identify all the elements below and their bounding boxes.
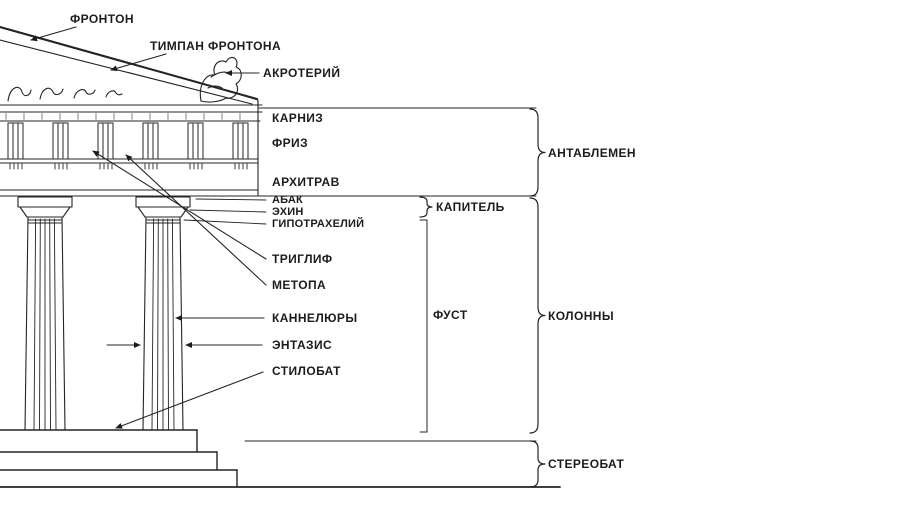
column-right <box>135 196 191 431</box>
label-kolonny: КОЛОННЫ <box>548 309 614 323</box>
column-left <box>17 196 73 431</box>
tympanum-sculpture <box>7 86 123 102</box>
region-lines <box>244 107 537 442</box>
label-timpan: ТИМПАН ФРОНТОНА <box>150 39 282 53</box>
label-metopa: МЕТОПА <box>272 278 327 292</box>
label-entazis: ЭНТАЗИС <box>272 338 333 352</box>
label-antablemen: АНТАБЛЕМЕН <box>548 146 636 160</box>
entablature-drawing <box>0 100 263 197</box>
label-stereobat: СТЕРЕОБАТ <box>548 457 625 471</box>
label-fust: ФУСТ <box>433 308 468 322</box>
triglyphs <box>7 122 249 160</box>
arrow-timpan <box>110 53 167 72</box>
label-ehin: ЭХИН <box>272 206 304 218</box>
braces <box>419 108 546 488</box>
annotation-arrows <box>30 26 267 429</box>
label-triglif: ТРИГЛИФ <box>272 252 333 266</box>
guttae <box>9 163 248 170</box>
pediment-drawing <box>0 25 259 107</box>
steps-drawing <box>0 429 561 488</box>
cornice-mutules <box>5 113 241 120</box>
label-karniz: КАРНИЗ <box>272 111 324 125</box>
leader-lines <box>183 198 267 225</box>
brace-stereobat <box>529 440 546 488</box>
label-abak: АБАК <box>272 194 303 206</box>
label-kannelyury: КАННЕЛЮРЫ <box>272 311 358 325</box>
label-fronton: ФРОНТОН <box>70 12 134 26</box>
label-arhitrav: АРХИТРАВ <box>272 175 340 189</box>
label-stilobat: СТИЛОБАТ <box>272 364 341 378</box>
label-gipotraheliy: ГИПОТРАХЕЛИЙ <box>272 218 365 230</box>
acroterion-sculpture <box>199 56 242 103</box>
brace-kolonny <box>529 197 546 434</box>
label-kapitel: КАПИТЕЛЬ <box>436 200 505 214</box>
label-friz: ФРИЗ <box>272 136 308 150</box>
arrow-stilobat <box>115 371 264 429</box>
arrow-fronton <box>30 26 77 42</box>
brace-antablemen <box>529 108 546 197</box>
brace-kapitel <box>419 196 433 218</box>
arrow-metopa <box>125 154 267 286</box>
label-akroteriy: АКРОТЕРИЙ <box>263 66 341 80</box>
